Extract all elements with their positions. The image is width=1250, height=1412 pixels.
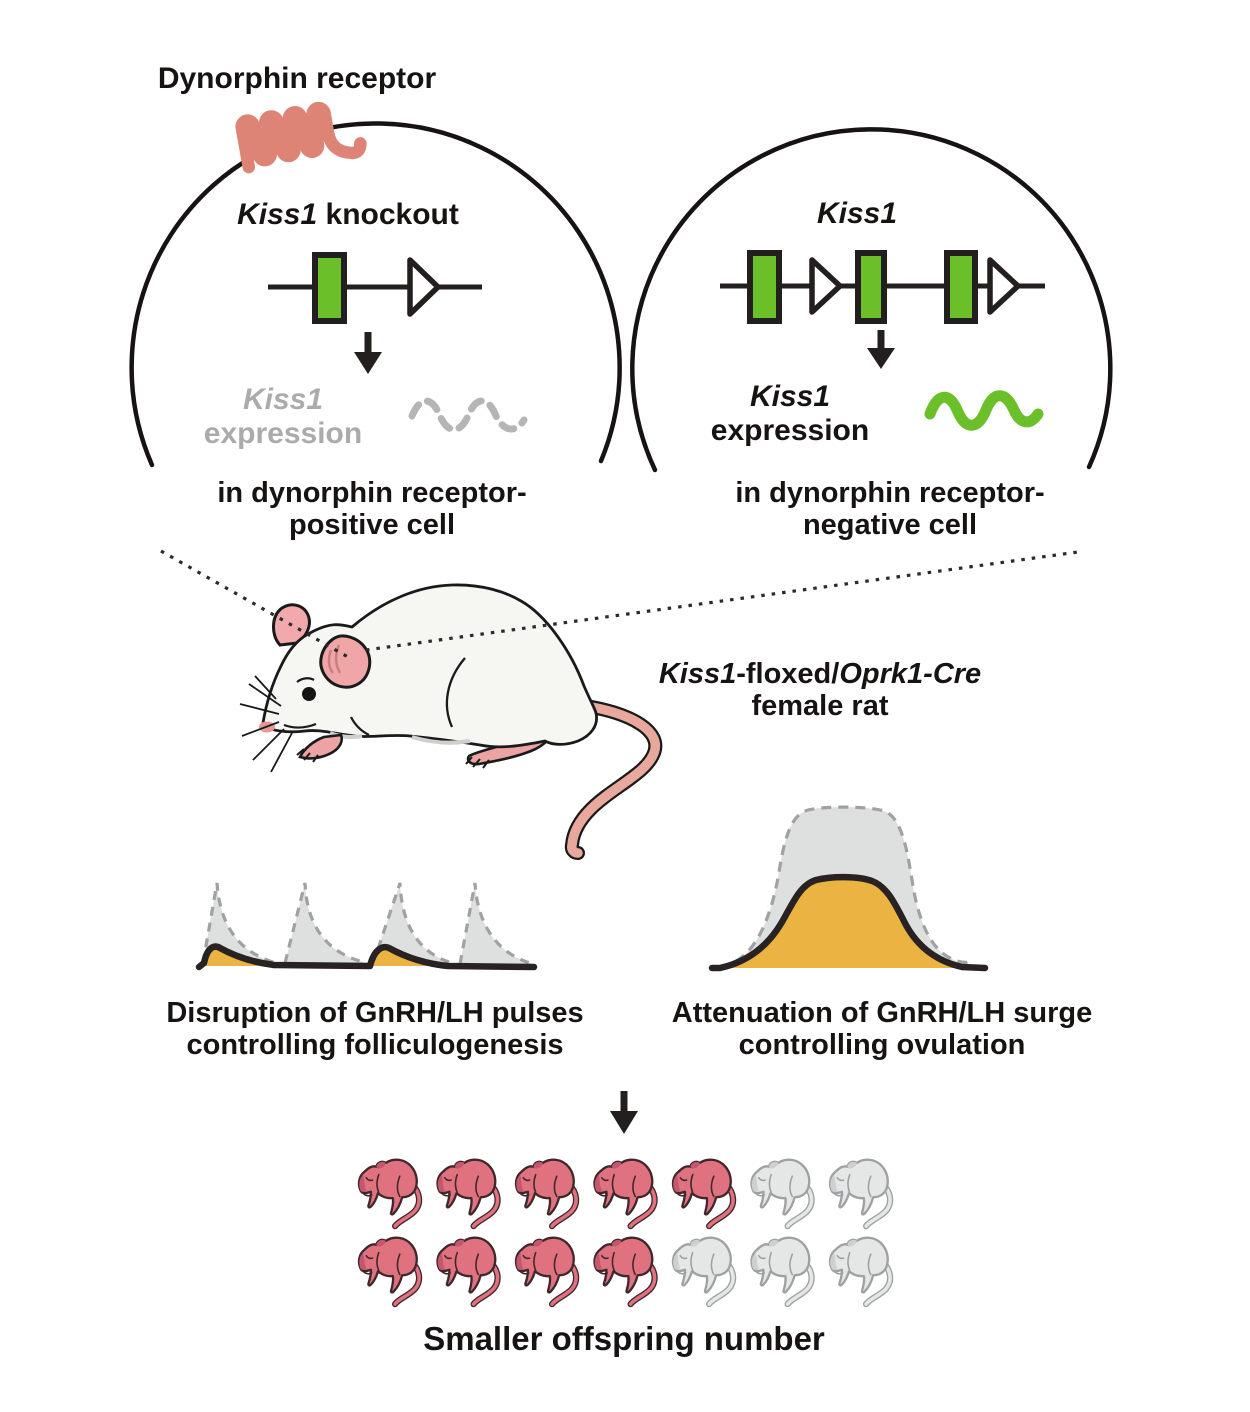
offspring-pup-gray: [828, 1236, 894, 1308]
pulse-normal-area: [203, 883, 273, 964]
green-exon-box: [312, 252, 347, 324]
right-cell-membrane: [630, 127, 1113, 473]
gnrh-lh-surge-schematic: [708, 805, 989, 972]
gene-name: Kiss1: [749, 380, 831, 413]
dynorphin-receptor-label: Dynorphin receptor: [157, 62, 437, 95]
pulses-caption: Disruption of GnRH/LH pulses controlling…: [166, 997, 584, 1062]
green-exon-box: [747, 250, 782, 324]
left-cell-membrane: [129, 121, 622, 468]
female-rat-illustration: [239, 583, 663, 860]
offspring-pup-pink: [514, 1158, 580, 1230]
left-cell-caption: in dynorphin receptor- positive cell: [217, 477, 527, 542]
rat-ear-inner-folds: [327, 644, 342, 674]
loxp-triangle-icon: [407, 257, 441, 317]
loxp-triangle-icon: [809, 257, 843, 315]
offspring-pup-pink: [593, 1158, 658, 1230]
dashed-gray-mrna-wave-icon: [408, 397, 528, 433]
pulse-dashed-outline: [371, 882, 453, 965]
gene-name: Kiss1: [242, 383, 324, 416]
pulse-normal-area: [285, 883, 363, 964]
reduced-pulse-solid-line: [195, 943, 538, 971]
offspring-pup-pink: [357, 1236, 423, 1308]
attenuated-surge-solid-line: [708, 873, 989, 972]
offspring-pup-gray: [750, 1158, 815, 1230]
pulse-dashed-outline: [201, 882, 274, 964]
rat-belly-shadow: [329, 731, 471, 745]
pulse-dashed-outline: [283, 882, 364, 964]
offspring-pup-pink: [514, 1236, 580, 1308]
rat-front-toes: [296, 748, 319, 763]
surge-dashed-outline: [735, 805, 969, 964]
offspring-pup-pink: [436, 1158, 501, 1230]
gene-name: Oprk1-Cre: [839, 658, 982, 690]
right-down-arrow-icon: [867, 330, 895, 369]
rat-genotype-label: Kiss1-floxed/Oprk1-Cre female rat: [658, 658, 982, 723]
offspring-caption: Smaller offspring number: [423, 1320, 825, 1357]
pulse-dashed-outline: [458, 882, 534, 966]
offspring-pup-grid: [357, 1158, 894, 1308]
projection-dotted-line-right: [365, 550, 1079, 652]
left-gene-diagram: [268, 252, 482, 324]
gnrh-lh-pulses-schematic: [195, 882, 538, 971]
rat-eye: [302, 687, 316, 701]
offspring-pup-gray: [750, 1236, 815, 1308]
green-exon-box: [944, 250, 978, 324]
rat-tail: [567, 701, 661, 858]
rat-shoulder-line: [350, 716, 370, 736]
rat-whiskers: [239, 675, 293, 773]
pulse-normal-area: [373, 883, 452, 965]
offspring-pup-pink: [671, 1158, 737, 1230]
offspring-pup-pink: [593, 1236, 658, 1308]
rat-body: [261, 583, 598, 749]
surge-caption: Attenuation of GnRH/LH surge controlling…: [671, 997, 1093, 1062]
rat-front-foot: [298, 733, 344, 760]
pulse-normal-area: [460, 883, 533, 965]
attenuated-surge-yellow-area: [720, 877, 978, 968]
green-exon-box: [855, 250, 887, 324]
rat-ear: [319, 634, 372, 689]
rat-haunch-line: [445, 657, 466, 728]
right-gene-diagram: [720, 250, 1045, 324]
left-down-arrow-icon: [354, 332, 382, 374]
offspring-pup-gray: [671, 1236, 737, 1308]
down-arrow-icon: [610, 1091, 638, 1134]
right-cell-caption: in dynorphin receptor- negative cell: [735, 477, 1045, 542]
rat-mouth-line: [283, 722, 317, 729]
left-gene-title: Kiss1 knockout: [237, 198, 459, 231]
green-mrna-wave-icon: [924, 390, 1044, 431]
offspring-pup-gray: [828, 1158, 894, 1230]
offspring-pup-pink: [357, 1158, 423, 1230]
dynorphin-receptor-squiggle-icon: [235, 101, 367, 174]
offspring-pup-pink: [436, 1236, 501, 1308]
gene-name: Kiss1: [237, 198, 318, 231]
right-gene-title: Kiss1: [657, 197, 1057, 231]
right-expression-label: Kiss1 expression: [640, 380, 940, 447]
rat-hind-toes: [465, 756, 490, 769]
gene-name: Kiss1: [816, 197, 898, 230]
left-expression-label: Kiss1 expression: [133, 383, 433, 450]
rat-eyebrow: [296, 677, 315, 683]
projection-dotted-line-left: [160, 549, 349, 659]
loxp-triangle-icon: [987, 257, 1021, 315]
gene-name: Kiss1: [658, 658, 737, 690]
